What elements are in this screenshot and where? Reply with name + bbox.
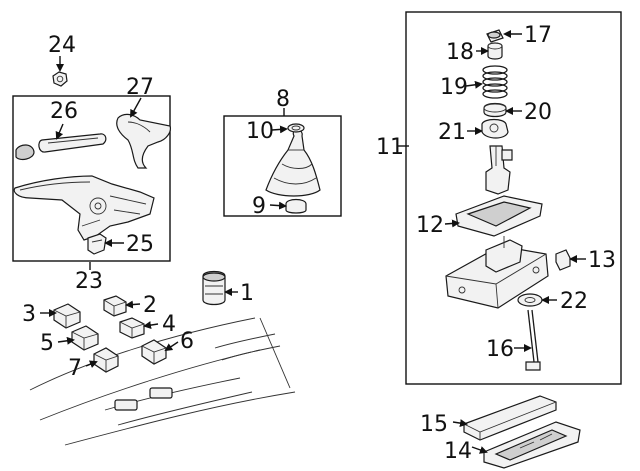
callout-2: 2 bbox=[143, 293, 157, 318]
callout-9: 9 bbox=[252, 194, 266, 219]
callout-22: 22 bbox=[560, 289, 588, 314]
callout-3: 3 bbox=[22, 302, 36, 327]
clamp-9 bbox=[285, 198, 307, 214]
callout-21: 21 bbox=[438, 120, 466, 145]
boot-27 bbox=[116, 113, 171, 169]
callout-7: 7 bbox=[68, 356, 82, 381]
cover-15 bbox=[463, 395, 557, 441]
parking-brake-23 bbox=[13, 175, 155, 241]
switch-button-3 bbox=[53, 303, 81, 329]
box-23 bbox=[12, 95, 171, 262]
spring-19 bbox=[482, 65, 508, 99]
callout-11: 11 bbox=[376, 135, 404, 160]
handle-grip-26 bbox=[15, 133, 107, 161]
switch-button-5 bbox=[71, 325, 99, 351]
washer-22 bbox=[517, 293, 543, 307]
callout-26: 26 bbox=[50, 99, 78, 124]
callout-17: 17 bbox=[524, 23, 552, 48]
grommet-13 bbox=[555, 249, 571, 271]
callout-27: 27 bbox=[126, 75, 154, 100]
box-8 bbox=[223, 115, 342, 217]
gasket-12 bbox=[455, 195, 543, 237]
switch-button-2 bbox=[103, 295, 127, 317]
callout-10: 10 bbox=[246, 119, 274, 144]
callout-23: 23 bbox=[75, 269, 103, 294]
bracket-25 bbox=[87, 233, 107, 255]
callout-18: 18 bbox=[446, 40, 474, 65]
trim-panel-14 bbox=[483, 421, 581, 469]
shift-boot-8 bbox=[265, 129, 321, 197]
bearing-21 bbox=[481, 118, 509, 139]
switch-button-6 bbox=[141, 339, 167, 365]
callout-15: 15 bbox=[420, 412, 448, 437]
rod-16 bbox=[525, 309, 541, 371]
ring-10 bbox=[287, 123, 305, 133]
callout-25: 25 bbox=[126, 232, 154, 257]
shifter-housing bbox=[445, 236, 549, 309]
callout-8: 8 bbox=[276, 87, 290, 112]
seat-20 bbox=[483, 102, 507, 118]
callout-16: 16 bbox=[486, 337, 514, 362]
callout-4: 4 bbox=[162, 312, 176, 337]
box-11 bbox=[405, 11, 622, 385]
bushing-18 bbox=[487, 42, 503, 60]
callout-14: 14 bbox=[444, 439, 472, 464]
callout-20: 20 bbox=[524, 100, 552, 125]
callout-6: 6 bbox=[180, 329, 194, 354]
nut-24 bbox=[52, 71, 68, 87]
callout-5: 5 bbox=[40, 331, 54, 356]
callout-19: 19 bbox=[440, 75, 468, 100]
cap-17 bbox=[486, 29, 504, 43]
callout-12: 12 bbox=[416, 213, 444, 238]
shift-lever bbox=[485, 145, 513, 195]
switch-button-4 bbox=[119, 317, 145, 339]
console-floor bbox=[29, 317, 296, 446]
switch-1 bbox=[202, 270, 226, 306]
callout-13: 13 bbox=[588, 248, 616, 273]
switch-button-7 bbox=[93, 347, 119, 373]
callout-24: 24 bbox=[48, 33, 76, 58]
callout-1: 1 bbox=[240, 281, 254, 306]
